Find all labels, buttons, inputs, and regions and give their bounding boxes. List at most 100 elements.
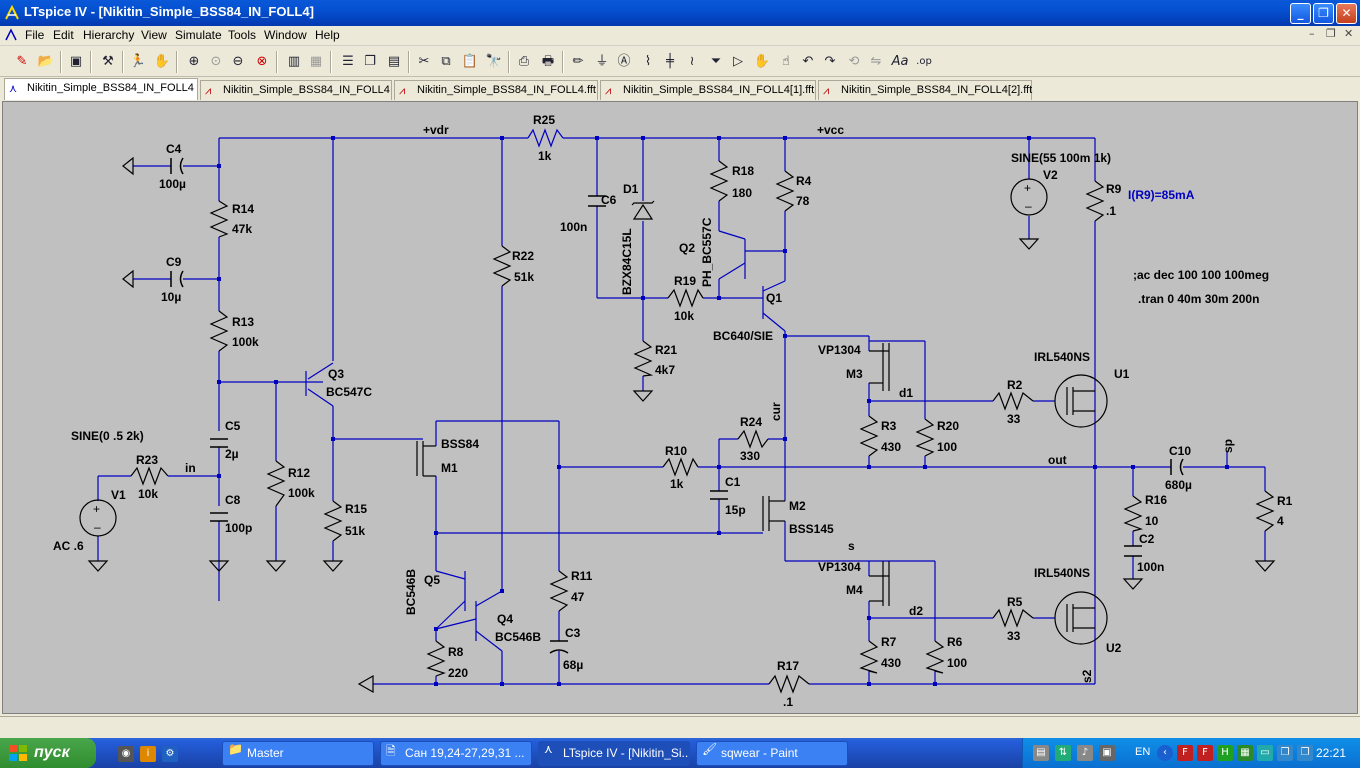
menu-file[interactable]: File (25, 28, 45, 42)
mdi-restore-button[interactable]: ❐ (1326, 27, 1336, 40)
quicklaunch-info-icon[interactable]: i (140, 746, 156, 762)
capacitor-icon[interactable]: ╪ (666, 54, 674, 69)
ground-icon[interactable]: ⏚ (595, 54, 609, 69)
tab-schematic[interactable]: ⋏ Nikitin_Simple_BSS84_IN_FOLL4 (4, 78, 198, 100)
minimize-button[interactable]: _ (1290, 3, 1311, 24)
halt-icon[interactable]: ✋ (153, 54, 171, 69)
title-bar[interactable]: LTspice IV - [Nikitin_Simple_BSS84_IN_FO… (0, 0, 1360, 26)
tray-windows2-icon[interactable]: ❐ (1297, 745, 1313, 761)
inductor-icon[interactable]: ≀ (689, 54, 695, 69)
close-button[interactable]: ✕ (1336, 3, 1357, 24)
text-icon[interactable]: Aa (891, 54, 909, 69)
cascade-icon[interactable]: ❐ (364, 54, 376, 69)
find-icon[interactable]: 🔭 (485, 54, 503, 69)
language-indicator[interactable]: EN (1135, 746, 1151, 758)
rotate-icon[interactable]: ⟲ (848, 54, 860, 69)
task-document[interactable]: 🗎 Сан 19,24-27,29,31 ... (380, 741, 532, 766)
status-bar (0, 716, 1360, 736)
diode-icon[interactable]: ⏷ (710, 54, 722, 69)
menu-window[interactable]: Window (264, 28, 307, 42)
tray-h-icon[interactable]: H (1217, 745, 1233, 761)
label-R20: R20 (937, 419, 959, 433)
spice-directive-icon[interactable]: .op (916, 56, 932, 67)
zoom-out-icon[interactable]: ⊖ (232, 54, 244, 69)
mdi-close-button[interactable]: ✕ (1344, 27, 1354, 40)
tab-fft-2[interactable]: ⩘ Nikitin_Simple_BSS84_IN_FOLL4[2].fft (818, 80, 1032, 100)
pan-icon[interactable]: ⊙ (210, 54, 222, 69)
tray-back-icon[interactable]: ‹ (1157, 745, 1173, 761)
autorange-icon[interactable]: ▥ (287, 54, 301, 69)
tray-monitor-icon[interactable]: ▭ (1257, 745, 1273, 761)
voltage-source-V2 (1010, 178, 1048, 216)
redo-icon[interactable]: ↷ (824, 54, 836, 69)
move-icon[interactable]: ✋ (753, 54, 771, 69)
schematic-canvas[interactable]: +– +– (2, 101, 1358, 714)
label-R24: R24 (740, 415, 762, 429)
ground-arrow-icon (357, 674, 374, 694)
tab-fft-1[interactable]: ⩘ Nikitin_Simple_BSS84_IN_FOLL4[1].fft (600, 80, 816, 100)
menu-help[interactable]: Help (315, 28, 340, 42)
mdi-minimize-button[interactable]: – (1309, 27, 1315, 40)
print-setup-icon[interactable]: ⎙ (518, 54, 530, 69)
label-U2-value: IRL540NS (1034, 566, 1090, 580)
quicklaunch-app-icon[interactable]: ⚙ (162, 746, 178, 762)
menu-hierarchy[interactable]: Hierarchy (83, 28, 135, 42)
tray-volume-icon[interactable]: ♪ (1077, 745, 1093, 761)
tray-network-icon[interactable]: ⇅ (1055, 745, 1071, 761)
task-ltspice[interactable]: ⋏ LTspice IV - [Nikitin_Si... (538, 741, 690, 766)
label-R10: R10 (665, 444, 687, 458)
schematic-drawing[interactable]: +– +– (3, 102, 1358, 714)
clock[interactable]: 22:21 (1315, 746, 1346, 760)
save-icon[interactable]: ▣ (69, 54, 83, 69)
undo-icon[interactable]: ↶ (802, 54, 814, 69)
quicklaunch-browser-icon[interactable]: ◉ (118, 746, 134, 762)
task-master[interactable]: 📁 Master (222, 741, 374, 766)
label-C2: C2 (1139, 532, 1155, 546)
menu-simulate[interactable]: Simulate (175, 28, 222, 42)
menu-edit[interactable]: Edit (53, 28, 74, 42)
maximize-button[interactable]: ❐ (1313, 3, 1334, 24)
label-U1-value: IRL540NS (1034, 350, 1090, 364)
tile-horizontal-icon[interactable]: ☰ (342, 54, 354, 69)
component-icon[interactable]: ▷ (733, 54, 743, 69)
label-net-icon[interactable]: Ⓐ (617, 54, 631, 69)
control-panel-icon[interactable]: ⚒ (102, 54, 114, 69)
net-cur: cur (769, 402, 783, 421)
paste-icon[interactable]: 📋 (461, 54, 479, 69)
tray-device-icon[interactable]: ▣ (1099, 745, 1115, 761)
mirror-icon[interactable]: ⇋ (870, 54, 882, 69)
draw-wire-icon[interactable]: ✏ (572, 54, 584, 69)
start-button[interactable]: пуск (0, 738, 96, 768)
label-ac-command: ;ac dec 100 100 100meg (1133, 268, 1269, 282)
grid-icon[interactable]: ▦ (309, 54, 323, 69)
tray-printer-icon[interactable]: ▤ (1033, 745, 1049, 761)
task-paint[interactable]: 🖌 sqwear - Paint (696, 741, 848, 766)
resistor-R10 (662, 457, 699, 477)
zoom-fit-icon[interactable]: ⊗ (256, 54, 268, 69)
tray-grid-icon[interactable]: ▦ (1237, 745, 1253, 761)
ltspice-icon: ⋏ (544, 742, 553, 756)
tray-ftp-icon[interactable]: F (1177, 745, 1193, 761)
tile-vertical-icon[interactable]: ▤ (387, 54, 401, 69)
label-Q2-value: PH_BC557C (700, 217, 714, 287)
label-R25-value: 1k (538, 149, 552, 163)
cut-icon[interactable]: ✂ (418, 54, 430, 69)
tab-waveform[interactable]: ⩘ Nikitin_Simple_BSS84_IN_FOLL4 (200, 80, 392, 100)
tab-fft[interactable]: ⩘ Nikitin_Simple_BSS84_IN_FOLL4.fft (394, 80, 598, 100)
resistor-icon[interactable]: ⌇ (644, 54, 652, 69)
label-R1: R1 (1277, 494, 1293, 508)
run-icon[interactable]: 🏃 (129, 54, 147, 69)
tray-windows-icon[interactable]: ❐ (1277, 745, 1293, 761)
menu-view[interactable]: View (141, 28, 167, 42)
net-sp: sp (1221, 439, 1235, 453)
menu-tools[interactable]: Tools (228, 28, 257, 42)
drag-icon[interactable]: ☝ (782, 54, 790, 69)
zoom-in-icon[interactable]: ⊕ (188, 54, 200, 69)
tray-ftp2-icon[interactable]: F (1197, 745, 1213, 761)
print-icon[interactable]: 🖶 (541, 54, 555, 69)
open-icon[interactable]: 📂 (37, 54, 55, 69)
copy-icon[interactable]: ⧉ (441, 54, 451, 69)
document-system-menu-icon[interactable] (4, 28, 18, 42)
label-C10: C10 (1169, 444, 1191, 458)
new-schematic-icon[interactable]: ✎ (16, 54, 28, 69)
